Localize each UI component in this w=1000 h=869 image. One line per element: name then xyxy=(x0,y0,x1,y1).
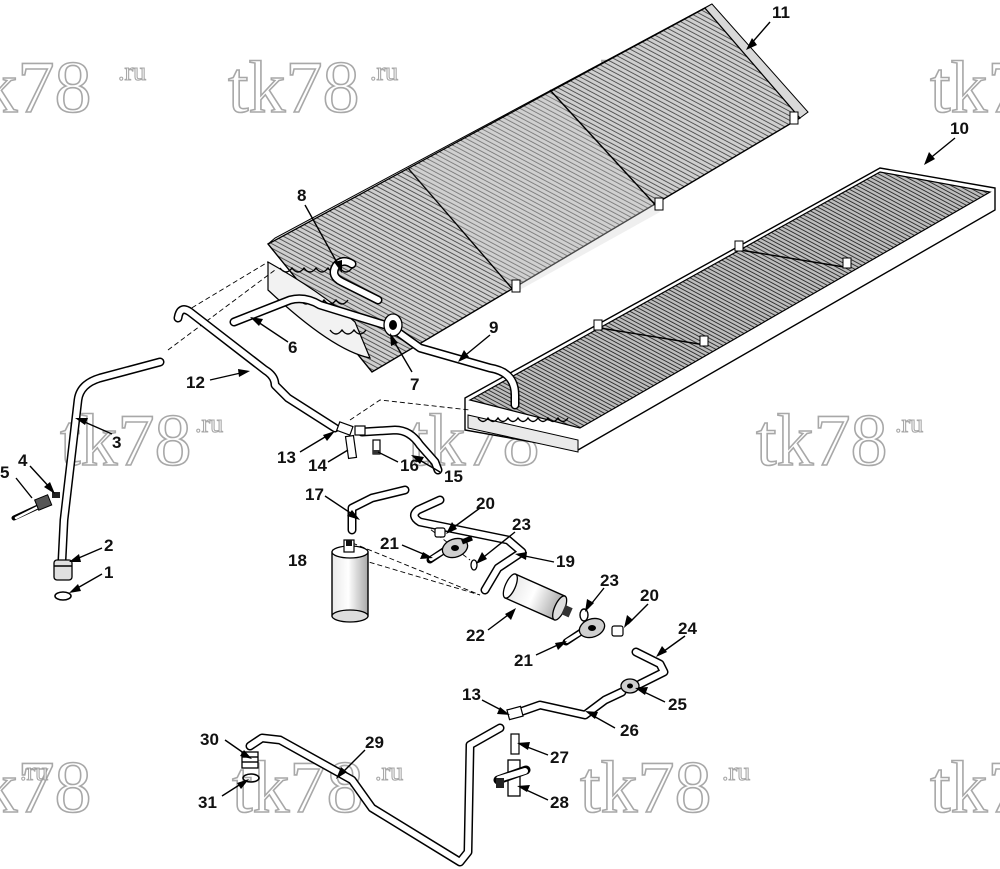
watermark-text: tk78 xyxy=(580,747,712,829)
callout-5: 5 xyxy=(0,463,9,482)
callout-22: 22 xyxy=(466,626,485,645)
pipes xyxy=(57,256,669,867)
part-23-oring-upper xyxy=(470,559,478,571)
callout-15: 15 xyxy=(444,467,463,486)
callout-25: 25 xyxy=(668,695,687,714)
callout-12: 12 xyxy=(186,373,205,392)
part-20-cap-lower xyxy=(611,625,624,637)
callout-13: 13 xyxy=(277,448,296,467)
part-23-oring-lower xyxy=(579,608,589,622)
callout-24: 24 xyxy=(678,619,697,638)
callout-21: 21 xyxy=(514,651,533,670)
watermark: tk78 .ru xyxy=(231,746,404,830)
part-22-filter-drier xyxy=(502,573,573,621)
watermark-text: tk78 xyxy=(0,747,92,829)
part-25-fitting xyxy=(620,678,640,694)
callout-21: 21 xyxy=(380,534,399,553)
part-2-nut xyxy=(53,559,73,581)
watermark: tk78 .ru xyxy=(0,46,147,130)
callout-20: 20 xyxy=(476,494,495,513)
watermark-sup: .ru xyxy=(195,409,223,438)
watermark: tk78 .ru xyxy=(227,46,399,130)
watermark-sup: .ru xyxy=(895,409,923,438)
watermark-text: tk78 xyxy=(232,747,364,829)
part-14-stub xyxy=(344,434,358,460)
watermark-sup: .ru xyxy=(118,57,146,86)
callout-3: 3 xyxy=(112,433,121,452)
watermark: tk78 xyxy=(929,46,1000,130)
watermark-text: tk78 xyxy=(228,47,360,129)
callout-9: 9 xyxy=(489,318,498,337)
part-10-condenser-coil xyxy=(464,167,996,453)
callout-10: 10 xyxy=(950,119,969,138)
part-27-stub xyxy=(510,733,520,755)
part-4-clip xyxy=(52,492,60,498)
watermark: tk78 .ru xyxy=(579,746,751,830)
watermark: tk78 .ru xyxy=(0,746,92,830)
callout-30: 30 xyxy=(200,730,219,749)
part-16-stub xyxy=(372,439,381,455)
watermark-sup: .ru xyxy=(370,57,398,86)
callout-29: 29 xyxy=(365,733,384,752)
callout-2: 2 xyxy=(104,536,113,555)
watermark-text: tk78 xyxy=(60,400,192,482)
part-18-receiver-tank xyxy=(331,539,369,623)
callout-leaders xyxy=(15,21,956,801)
callout-20: 20 xyxy=(640,586,659,605)
watermark-text: tk78 xyxy=(930,747,1000,829)
callout-6: 6 xyxy=(288,338,297,357)
callout-19: 19 xyxy=(556,552,575,571)
part-28-tee-valve xyxy=(493,759,531,797)
part-7-fitting xyxy=(383,313,403,337)
watermark: tk78 .ru xyxy=(755,399,924,483)
part-13-tee-upper xyxy=(335,421,366,436)
callout-1: 1 xyxy=(104,563,113,582)
watermark-sup: .ru xyxy=(20,757,48,786)
part-31-oring xyxy=(242,773,260,783)
part-13-tee-lower xyxy=(506,705,524,721)
callout-16: 16 xyxy=(400,456,419,475)
watermark-layer: tk78 .ru tk78 .ru tk78 .ru tk78 tk78 .ru… xyxy=(0,46,1000,830)
watermark-sup: .ru xyxy=(375,757,403,786)
callout-26: 26 xyxy=(620,721,639,740)
part-20-cap-upper xyxy=(434,527,446,538)
callout-4: 4 xyxy=(18,451,28,470)
components xyxy=(11,313,640,797)
watermark: tk78 xyxy=(929,746,1000,830)
callout-23: 23 xyxy=(512,515,531,534)
callout-13: 13 xyxy=(462,685,481,704)
part-1-oring xyxy=(54,591,72,601)
callout-14: 14 xyxy=(308,456,327,475)
callout-17: 17 xyxy=(305,485,324,504)
callout-28: 28 xyxy=(550,793,569,812)
watermark: tk78 .ru xyxy=(59,399,224,483)
watermark-sup: .ru xyxy=(722,757,750,786)
part-11-evaporator-coil xyxy=(266,3,809,373)
callout-23: 23 xyxy=(600,571,619,590)
part-5-sensor xyxy=(11,494,53,521)
callout-18: 18 xyxy=(288,551,307,570)
callout-labels: 11 10 8 6 7 9 12 3 5 4 2 1 13 14 16 15 1… xyxy=(0,3,969,812)
callout-8: 8 xyxy=(297,186,306,205)
part-21-valve-lower xyxy=(562,617,606,646)
watermark-text: tk78 xyxy=(930,47,1000,129)
watermark-text: tk78 xyxy=(756,400,888,482)
callout-31: 31 xyxy=(198,793,217,812)
callout-11: 11 xyxy=(772,3,790,22)
watermark-text: tk78 xyxy=(0,47,92,129)
callout-7: 7 xyxy=(410,375,419,394)
callout-27: 27 xyxy=(550,748,569,767)
